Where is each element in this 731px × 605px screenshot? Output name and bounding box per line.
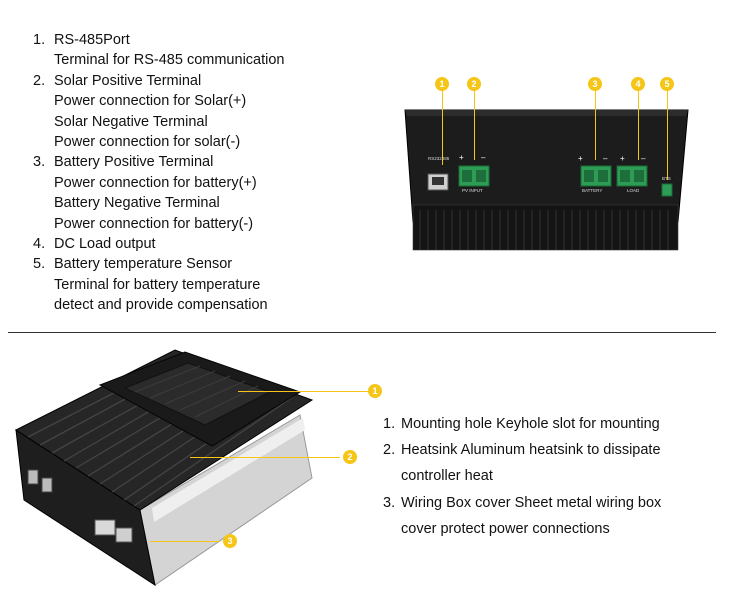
item-title: DC Load output — [54, 236, 156, 253]
callout-5: 5 — [660, 77, 674, 91]
item-number: 5. — [33, 256, 46, 273]
item-title: Battery temperature Sensor — [54, 256, 233, 273]
terminal-description-list: 1. RS-485Port Terminal for RS-485 commun… — [33, 30, 284, 316]
item-description: Terminal for battery temperature — [54, 276, 261, 293]
bts-terminal — [661, 183, 673, 197]
item-description: Heatsink Aluminum heatsink to dissipate — [401, 442, 661, 459]
list-item: 4. DC Load output — [33, 234, 284, 254]
heatsink-fins — [412, 204, 679, 251]
callout-4: 4 — [631, 77, 645, 91]
rs485-label: RS232485 — [428, 156, 450, 161]
item-number: 4. — [33, 236, 46, 253]
item-description: Wiring Box cover Sheet metal wiring box — [401, 494, 662, 511]
battery-minus: – — [603, 154, 608, 163]
iso-callout-2: 2 — [343, 450, 357, 464]
item-number: 1. — [383, 416, 396, 432]
load-plus: + — [620, 154, 625, 163]
item-description: detect and provide compensation — [54, 297, 268, 314]
section-divider — [8, 332, 716, 333]
item-title: Battery Negative Terminal — [54, 195, 220, 212]
callout-1: 1 — [435, 77, 449, 91]
bts-label: BTS — [662, 176, 671, 181]
list-item: 2. Solar Positive Terminal Power connect… — [33, 71, 284, 153]
component-description-list: 1. Mounting hole Keyhole slot for mounti… — [383, 411, 661, 542]
iso-callout-1: 1 — [368, 384, 382, 398]
list-item: 3. Wiring Box cover Sheet metal wiring b… — [383, 490, 661, 542]
item-description: Power connection for Solar(+) — [54, 93, 247, 110]
item-description: Terminal for RS-485 communication — [54, 52, 285, 69]
load-label: LOAD — [627, 188, 640, 193]
list-item: 5. Battery temperature Sensor Terminal f… — [33, 254, 284, 315]
item-description: cover protect power connections — [401, 520, 610, 537]
callout-3: 3 — [588, 77, 602, 91]
item-number: 1. — [33, 32, 46, 48]
item-description: Power connection for solar(-) — [54, 134, 241, 151]
item-number: 2. — [383, 442, 396, 459]
item-title: Solar Negative Terminal — [54, 113, 208, 130]
list-item: 2. Heatsink Aluminum heatsink to dissipa… — [383, 437, 661, 489]
battery-plus: + — [578, 154, 583, 163]
item-description: controller heat — [401, 468, 493, 485]
controller-iso-image — [14, 349, 314, 587]
item-number: 2. — [33, 72, 46, 89]
pv-plus: + — [459, 153, 464, 162]
item-number: 3. — [383, 494, 396, 511]
battery-label: BATTERY — [582, 188, 602, 193]
callout-2: 2 — [467, 77, 481, 91]
list-item: 3. Battery Positive Terminal Power conne… — [33, 152, 284, 234]
item-title: Solar Positive Terminal — [54, 72, 202, 89]
list-item: 1. RS-485Port Terminal for RS-485 commun… — [33, 30, 284, 71]
item-title: RS-485Port — [54, 32, 130, 48]
pv-input-label: PV INPUT — [462, 188, 483, 193]
pv-minus: – — [481, 153, 486, 162]
item-description: Mounting hole Keyhole slot for mounting — [401, 416, 660, 432]
iso-callout-3: 3 — [223, 534, 237, 548]
load-minus: – — [641, 154, 646, 163]
item-title: Battery Positive Terminal — [54, 154, 214, 171]
item-description: Power connection for battery(+) — [54, 174, 257, 191]
item-number: 3. — [33, 154, 46, 171]
item-description: Power connection for battery(-) — [54, 215, 254, 232]
list-item: 1. Mounting hole Keyhole slot for mounti… — [383, 411, 661, 437]
